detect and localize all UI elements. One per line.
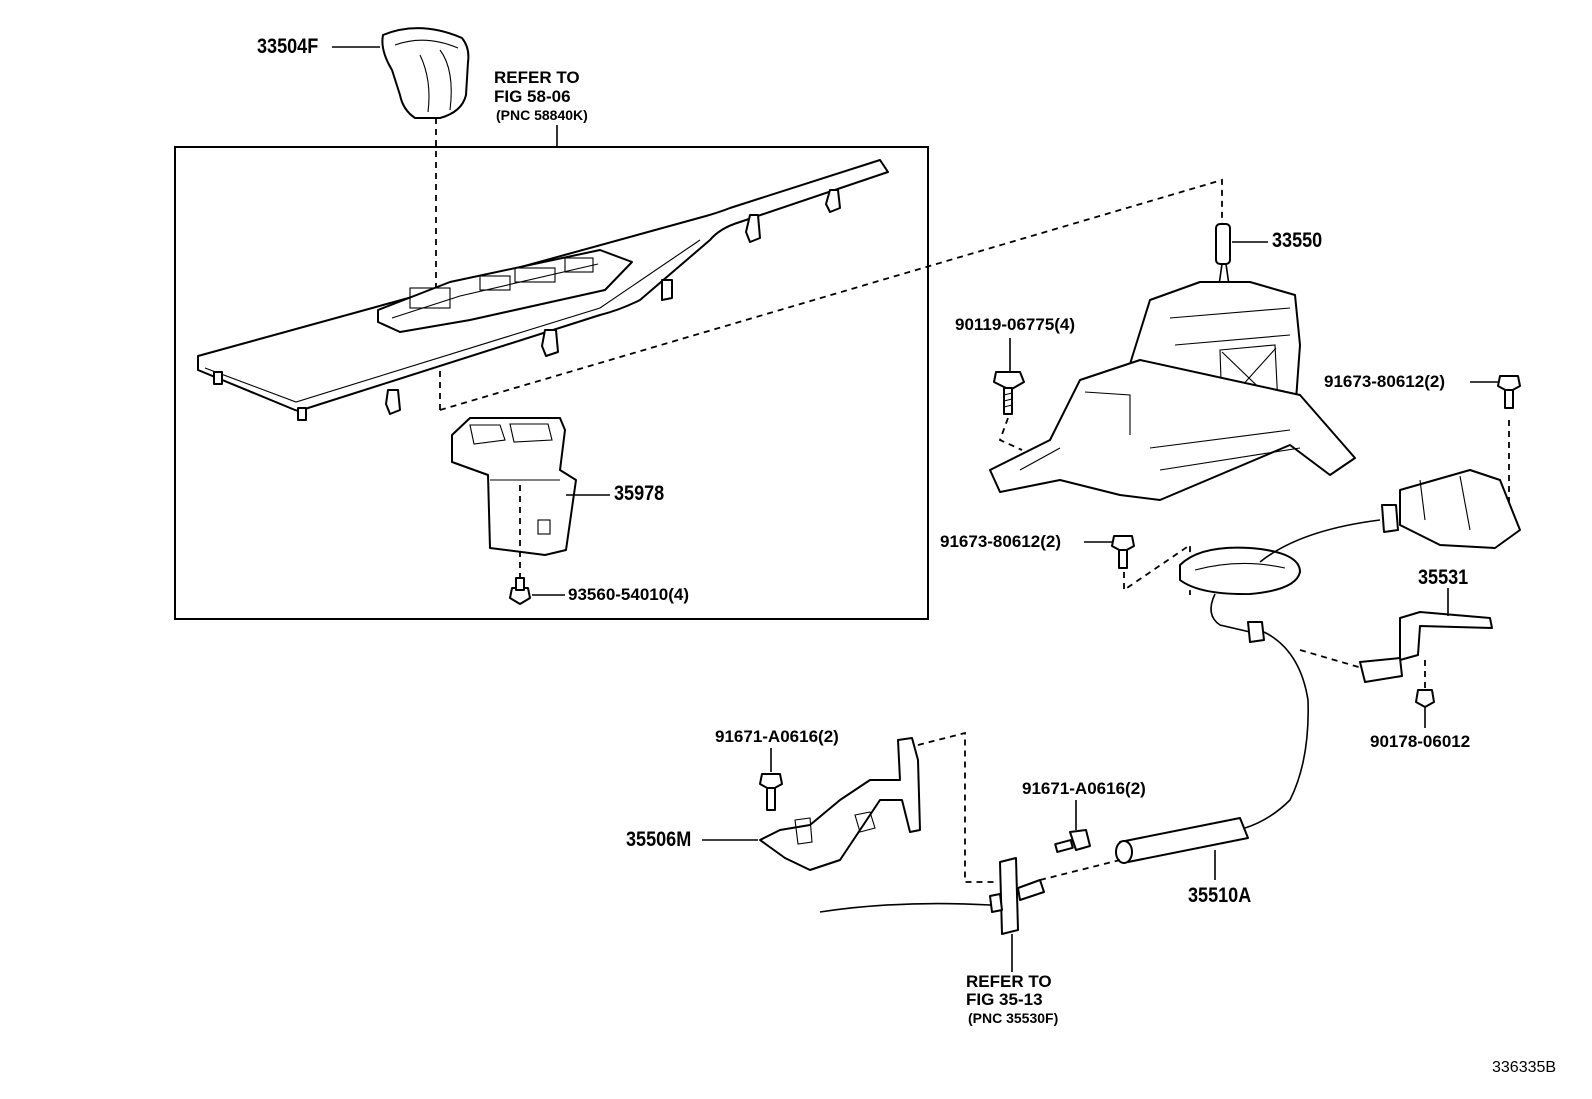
panel-to-lever-dash — [439, 178, 1223, 411]
part-number-35531: 35531 — [1418, 566, 1469, 589]
bolt-90119-dash — [998, 417, 1023, 451]
bolt-icon — [1111, 535, 1135, 569]
bracket-dash — [1299, 649, 1363, 669]
cable-icon — [819, 469, 1521, 913]
refer-bot-line1: REFER TO — [966, 972, 1052, 991]
bolt-91671-mid-dash — [1039, 859, 1121, 881]
bracket-icon — [759, 737, 921, 871]
switch-icon — [451, 417, 577, 556]
bracket-35506M-dash — [917, 731, 995, 883]
refer-top-line1: REFER TO — [494, 68, 580, 87]
figure-id: 336335B — [1492, 1059, 1557, 1076]
part-number-91673-80612-right: 91673-80612(2) — [1324, 372, 1445, 391]
shift-lever-assembly-icon — [989, 223, 1356, 501]
bolt-icon — [759, 773, 783, 811]
bracket-icon — [1359, 611, 1493, 683]
bolt-icon — [1415, 689, 1435, 708]
refer-top-line2: FIG 58-06 — [494, 87, 571, 106]
part-number-91671-A0616-left: 91671-A0616(2) — [715, 727, 839, 746]
bolt-icon — [509, 577, 531, 605]
part-number-33550: 33550 — [1272, 229, 1323, 252]
part-number-90178-06012: 90178-06012 — [1370, 732, 1471, 751]
refer-bot-line3: (PNC 35530F) — [968, 1010, 1059, 1026]
console-panel-icon — [197, 159, 889, 421]
bolt-icon — [1054, 829, 1091, 853]
part-number-93560-54010: 93560-54010(4) — [568, 585, 689, 604]
bolt-icon — [993, 371, 1025, 415]
part-number-33504F: 33504F — [257, 35, 319, 58]
cable-icon — [989, 857, 1045, 935]
refer-bot-line2: FIG 35-13 — [966, 990, 1043, 1009]
part-number-91673-80612-mid: 91673-80612(2) — [940, 532, 1061, 551]
bolt-icon — [1497, 375, 1521, 409]
console-group-box — [174, 146, 929, 620]
part-number-91671-A0616-mid: 91671-A0616(2) — [1022, 779, 1146, 798]
part-number-35510A: 35510A — [1188, 884, 1252, 907]
part-number-35506M: 35506M — [626, 828, 692, 851]
refer-top-line3: (PNC 58840K) — [496, 107, 588, 123]
part-number-90119-06775: 90119-06775(4) — [955, 315, 1076, 334]
shift-knob-icon — [381, 27, 470, 119]
part-number-35978: 35978 — [614, 482, 665, 505]
